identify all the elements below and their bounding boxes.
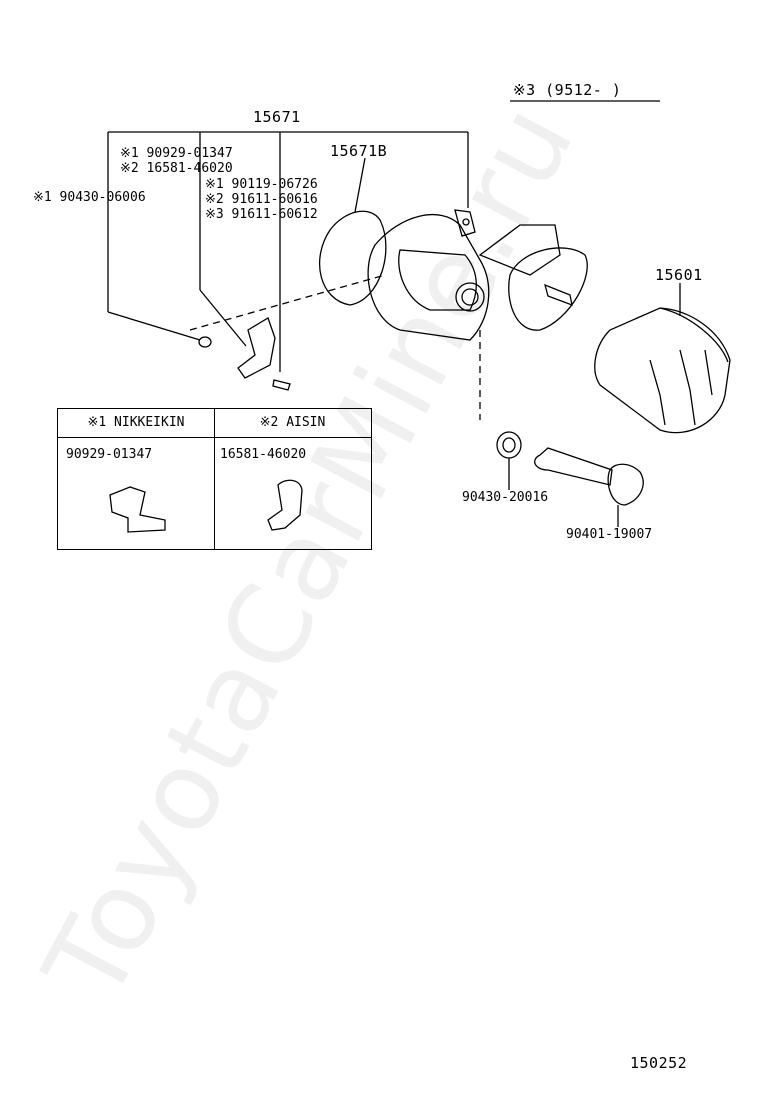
part-15601-label: 15601 [655,266,703,284]
note3-91611-label: ※3 91611-60612 [205,207,318,222]
legend-part-nikkeikin: 90929-01347 [66,447,153,462]
note1-90119-label: ※1 90119-06726 [205,177,318,192]
variant-legend-table: ※1 NIKKEIKIN 90929-01347 ※2 AISIN 16581-… [57,408,372,550]
part-15671-label: 15671 [253,108,301,126]
legend-sketch-nikkeikin [109,486,166,533]
bolt-90430-06006 [198,336,212,348]
leader-15671b [354,157,366,213]
legend-column-nikkeikin: ※1 NIKKEIKIN 90929-01347 [58,409,215,549]
oil-filter [594,307,731,434]
legend-header-nikkeikin: ※1 NIKKEIKIN [58,409,214,438]
filter-mount [508,247,588,331]
note2-91611-label: ※2 91611-60616 [205,192,318,207]
screw-90119 [272,379,291,391]
legend-column-aisin: ※2 AISIN 16581-46020 [214,409,371,549]
gasket-90430-20016 [496,431,522,459]
bracket-part [237,317,276,379]
union-bolt [534,447,613,486]
note3-label: ※3 (9512- ) [513,81,622,99]
part-15671b-label: 15671B [330,142,388,160]
note2-16581-label: ※2 16581-46020 [120,161,233,176]
oil-pump-body [367,213,490,341]
diagram-number: 150252 [630,1054,688,1072]
legend-sketch-aisin [267,479,303,531]
o-ring-gasket [318,210,387,306]
part-90401-19007-label: 90401-19007 [566,527,653,542]
legend-part-aisin: 16581-46020 [220,447,307,462]
legend-header-aisin: ※2 AISIN [214,409,371,438]
part-90430-20016-label: 90430-20016 [462,490,549,505]
note1-90430-label: ※1 90430-06006 [33,190,146,205]
note1-90929-label: ※1 90929-01347 [120,146,233,161]
